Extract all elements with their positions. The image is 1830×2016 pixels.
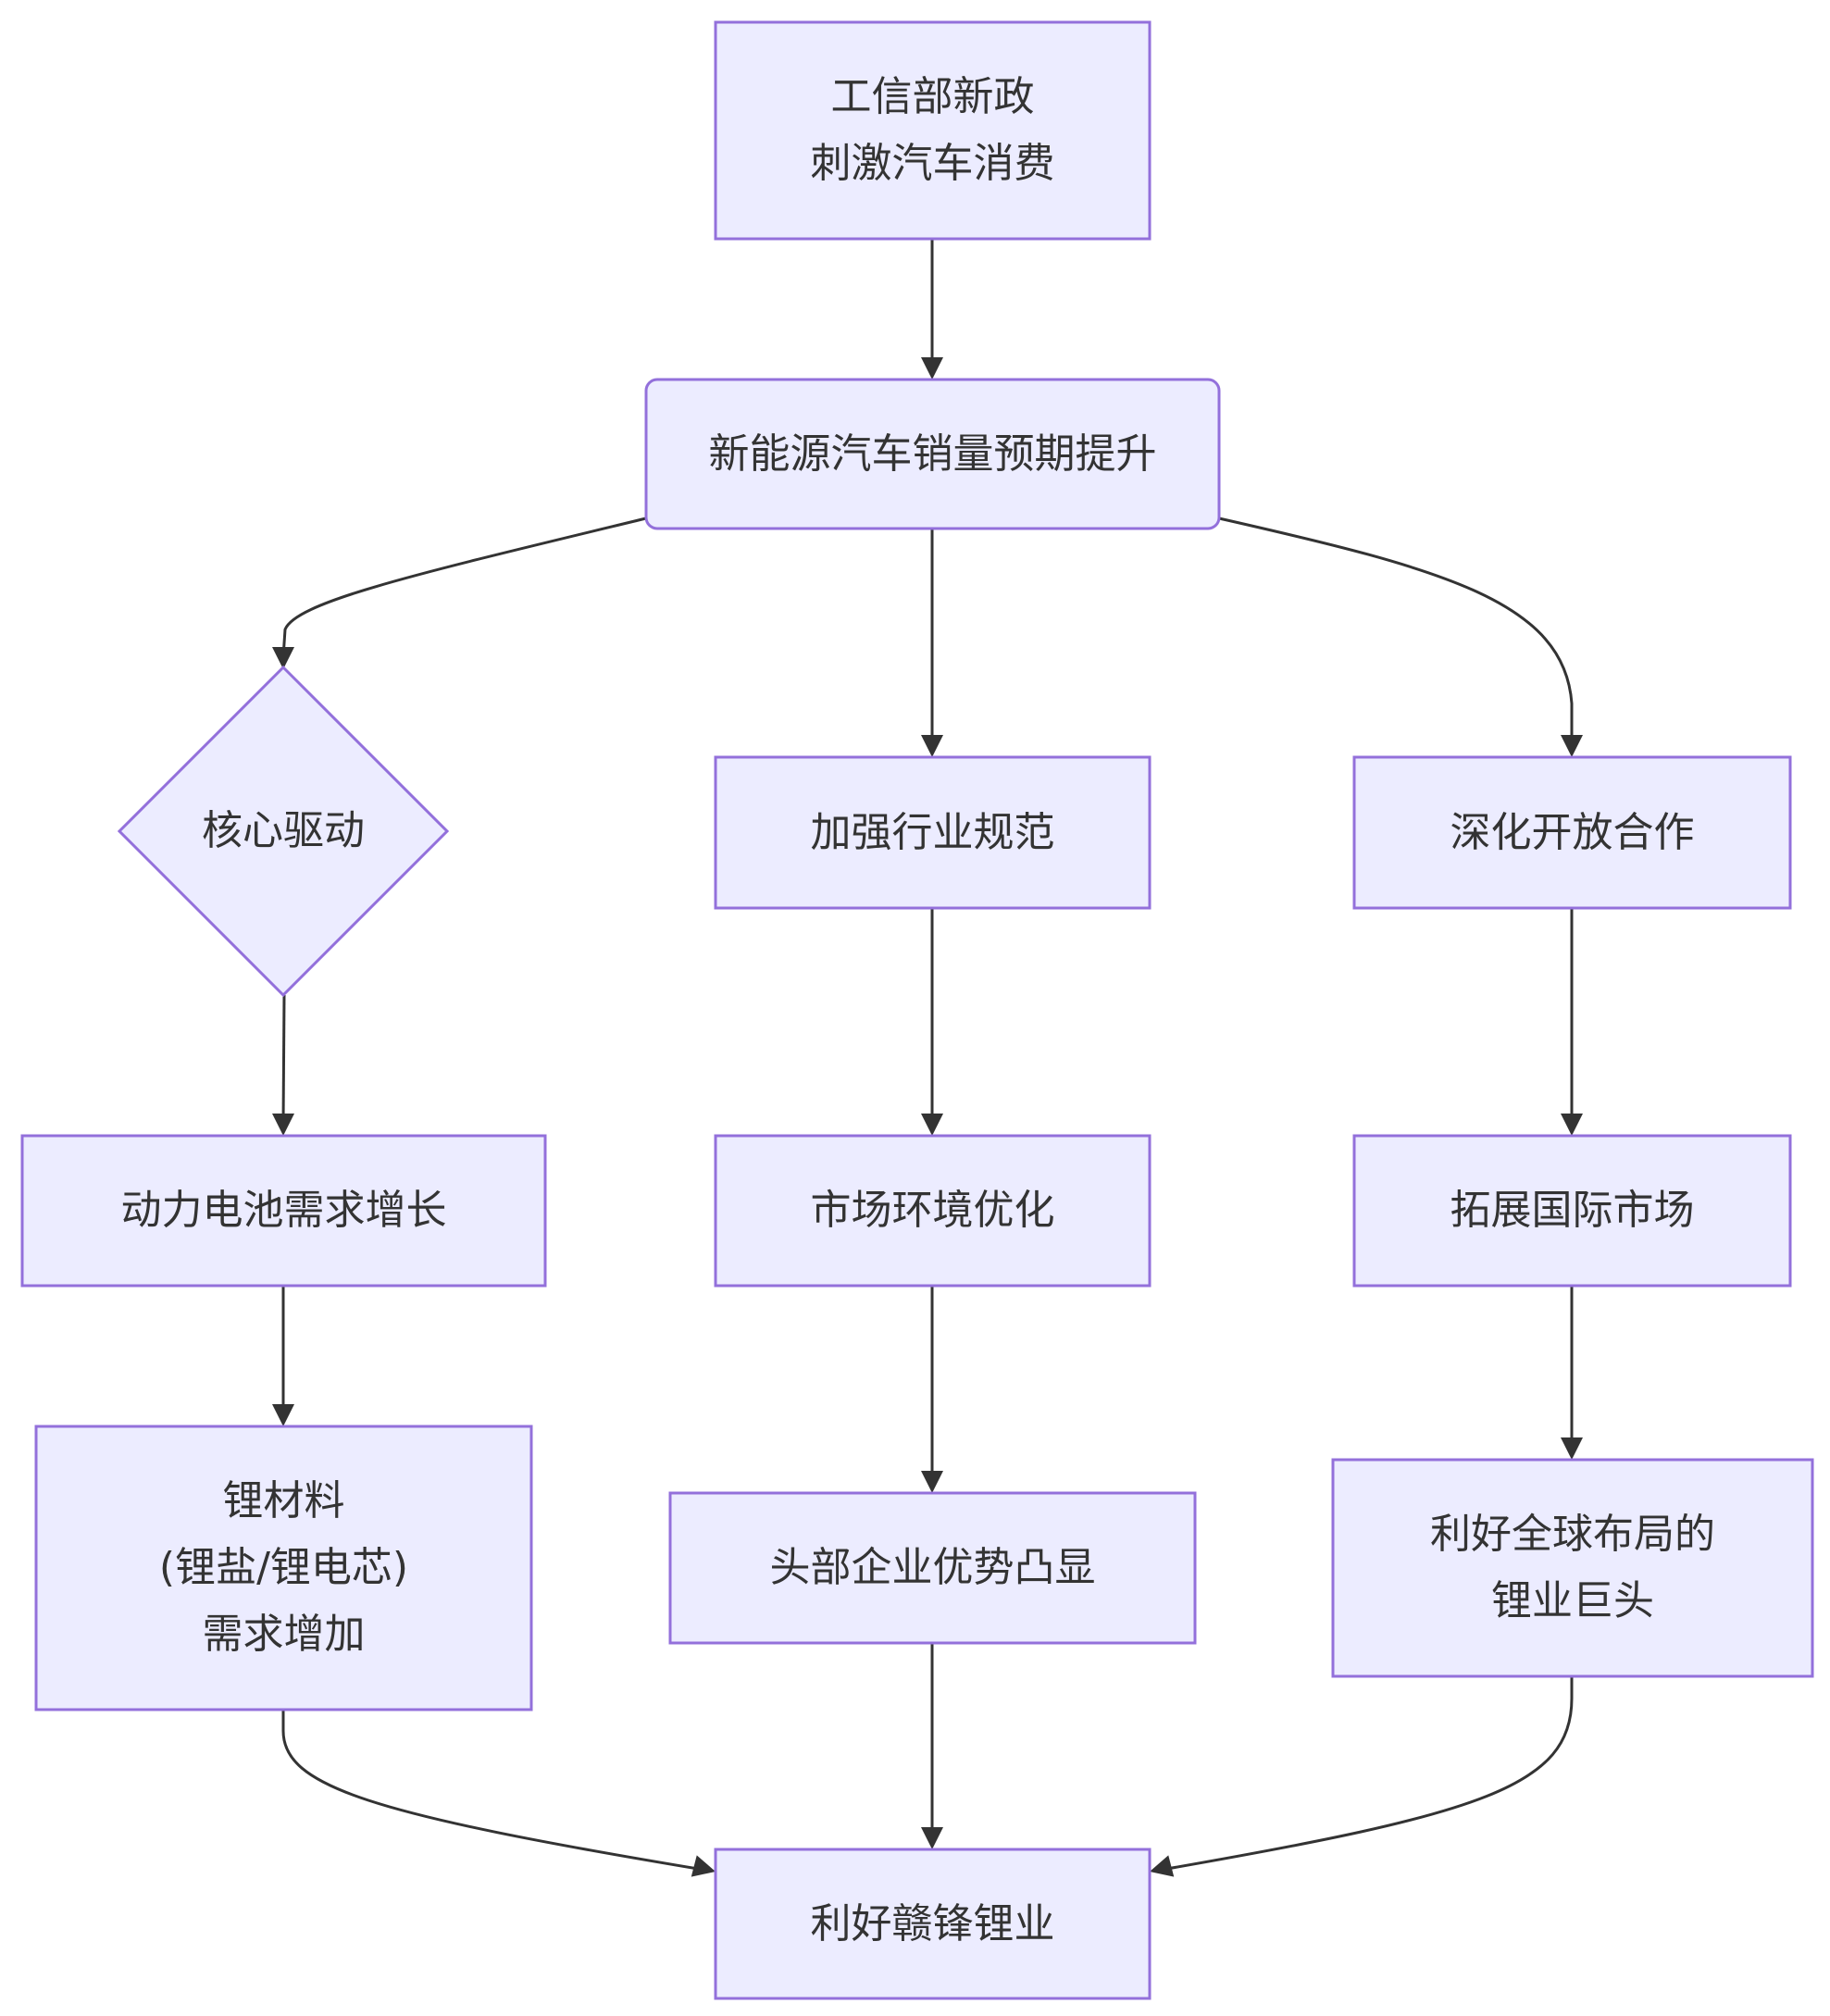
arrowhead-icon bbox=[921, 1827, 943, 1849]
node-lithium-demand bbox=[34, 1425, 533, 1711]
node-leaders bbox=[668, 1491, 1197, 1645]
arrowhead-icon bbox=[921, 357, 943, 380]
arrowhead-icon bbox=[921, 1471, 943, 1493]
edge-nev-sales-to-core-driver bbox=[281, 516, 647, 658]
node-market-env bbox=[714, 1134, 1152, 1288]
node-battery-demand bbox=[20, 1134, 547, 1288]
arrowhead-icon bbox=[272, 1404, 294, 1426]
edge-nev-sales-to-cooperation bbox=[1218, 516, 1574, 746]
node-cooperation bbox=[1352, 755, 1792, 910]
arrowhead-icon bbox=[1561, 735, 1583, 757]
arrowhead-icon bbox=[1561, 1437, 1583, 1460]
node-global-giants bbox=[1331, 1458, 1814, 1678]
arrowhead-icon bbox=[691, 1855, 716, 1877]
node-intl-market bbox=[1352, 1134, 1792, 1288]
arrowhead-icon bbox=[1561, 1114, 1583, 1136]
node-policy bbox=[714, 20, 1152, 241]
edges-layer bbox=[272, 239, 1583, 1877]
arrowhead-icon bbox=[272, 647, 294, 669]
edge-lithium-demand-to-ganfeng bbox=[281, 1710, 704, 1872]
node-nev-sales bbox=[644, 378, 1221, 530]
node-core-driver bbox=[117, 665, 450, 998]
arrowhead-icon bbox=[272, 1114, 294, 1136]
nodes-layer bbox=[20, 20, 1814, 2000]
node-ganfeng bbox=[714, 1848, 1152, 2000]
edge-global-giants-to-ganfeng bbox=[1161, 1676, 1574, 1872]
arrowhead-icon bbox=[1150, 1855, 1175, 1877]
arrowhead-icon bbox=[921, 1114, 943, 1136]
edge-core-driver-to-battery-demand bbox=[281, 994, 286, 1126]
arrowhead-icon bbox=[921, 735, 943, 757]
node-regulate bbox=[714, 755, 1152, 910]
